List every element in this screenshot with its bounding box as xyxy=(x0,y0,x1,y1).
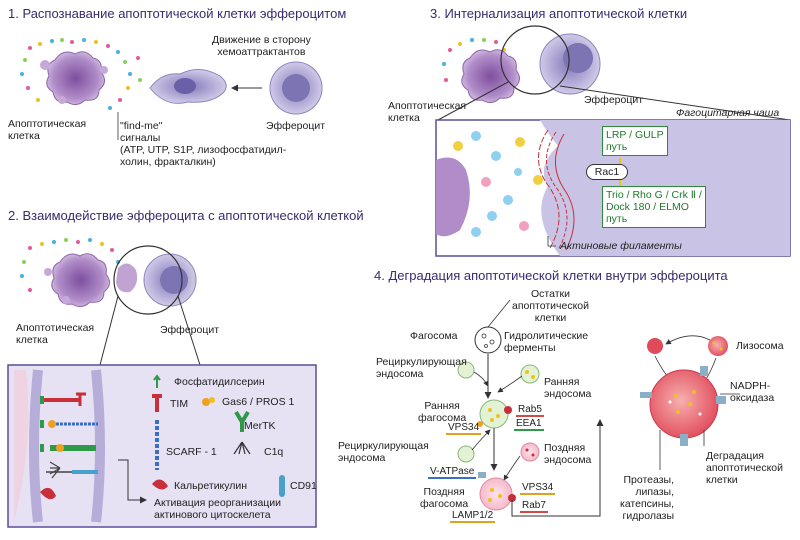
legend-phosphatidylserine: Фосфатидилсерин xyxy=(174,376,265,388)
legend-c1q: C1q xyxy=(264,446,284,458)
legend-icons xyxy=(152,374,285,497)
legend-gas6: Gas6 / PROS 1 xyxy=(222,396,295,408)
s1-find-me-label: "find-me"сигналы (ATP, UTP, S1P, лизофос… xyxy=(120,120,287,168)
actin-filaments-label: Актиновые филаменты xyxy=(560,240,682,252)
early-endosome xyxy=(520,364,540,384)
s1-graphics xyxy=(20,38,323,140)
rab7-tag: Rab7 xyxy=(520,500,548,513)
vps34-tag-2: VPS34 xyxy=(520,482,556,495)
apoptotic-cell-2 xyxy=(51,253,110,308)
zoom-circle-3 xyxy=(500,25,570,95)
apoptotic-cell-1 xyxy=(46,51,105,106)
legend-tim: TIM xyxy=(170,398,189,410)
phagosome-label: Фагосома xyxy=(410,330,458,342)
early-phagosome xyxy=(479,399,509,429)
late-phagosome xyxy=(479,477,513,511)
legend-cd91: CD91 xyxy=(290,480,317,492)
eea1-tag: EEA1 xyxy=(514,418,544,431)
phagosome xyxy=(474,326,502,354)
gas6-pair xyxy=(40,420,98,428)
nadph-label: NADPH-оксидаза xyxy=(730,380,775,404)
vps34-tag-1: VPS34 xyxy=(446,422,482,435)
s3-signal-dots xyxy=(442,38,506,82)
s4-graphics xyxy=(457,299,740,517)
lysosome-small-2 xyxy=(708,336,728,356)
recycling-endosome-2 xyxy=(457,445,475,463)
vatpase-tag: V-ATPase xyxy=(428,466,477,479)
phagolysosome xyxy=(649,369,719,439)
s2-efferocyte-label: Эффероцит xyxy=(160,324,220,336)
rac1-pill: Rac1 xyxy=(586,164,628,180)
rab5-tag: Rab5 xyxy=(516,404,544,417)
s3-efferocyte-label: Эффероцит xyxy=(584,94,644,106)
legend-mertk: MerTK xyxy=(244,420,276,432)
calreticulin-pair xyxy=(40,487,56,500)
scarf-pair xyxy=(40,444,96,452)
section-2-title: 2. Взаимодействие эффероцита с апоптотич… xyxy=(8,208,364,223)
tim-pair xyxy=(40,392,86,406)
apoptotic-cell-3 xyxy=(461,49,520,104)
legend-calreticulin: Кальретикулин xyxy=(174,480,248,492)
phagocytic-cup-label: Фагоцитарная чаша xyxy=(676,107,780,119)
lamp-tag: LAMP1/2 xyxy=(450,510,496,523)
late-endosome xyxy=(520,442,540,462)
section-3-title: 3. Интернализация апоптотической клетки xyxy=(430,6,688,21)
legend-scarf: SCARF - 1 xyxy=(166,446,217,458)
lysosome-label: Лизосома xyxy=(736,340,784,352)
find-me-signals-dots xyxy=(20,38,142,110)
s2-graphics xyxy=(7,238,317,528)
recycling-endosome-1 xyxy=(457,361,475,379)
zoom-circle-2 xyxy=(113,245,183,315)
c1q-pair xyxy=(46,461,98,479)
lysosome-small-1 xyxy=(647,338,663,354)
proteases-label: Протеазы,липазы, катепсины,гидролазы xyxy=(620,474,675,522)
section-4-title: 4. Деградация апоптотической клетки внут… xyxy=(374,268,728,283)
section-1-title: 1. Распознавание апоптотической клетки э… xyxy=(8,6,347,21)
s2-signal-dots xyxy=(20,238,120,292)
s1-efferocyte-label: Эффероцит xyxy=(266,120,326,132)
